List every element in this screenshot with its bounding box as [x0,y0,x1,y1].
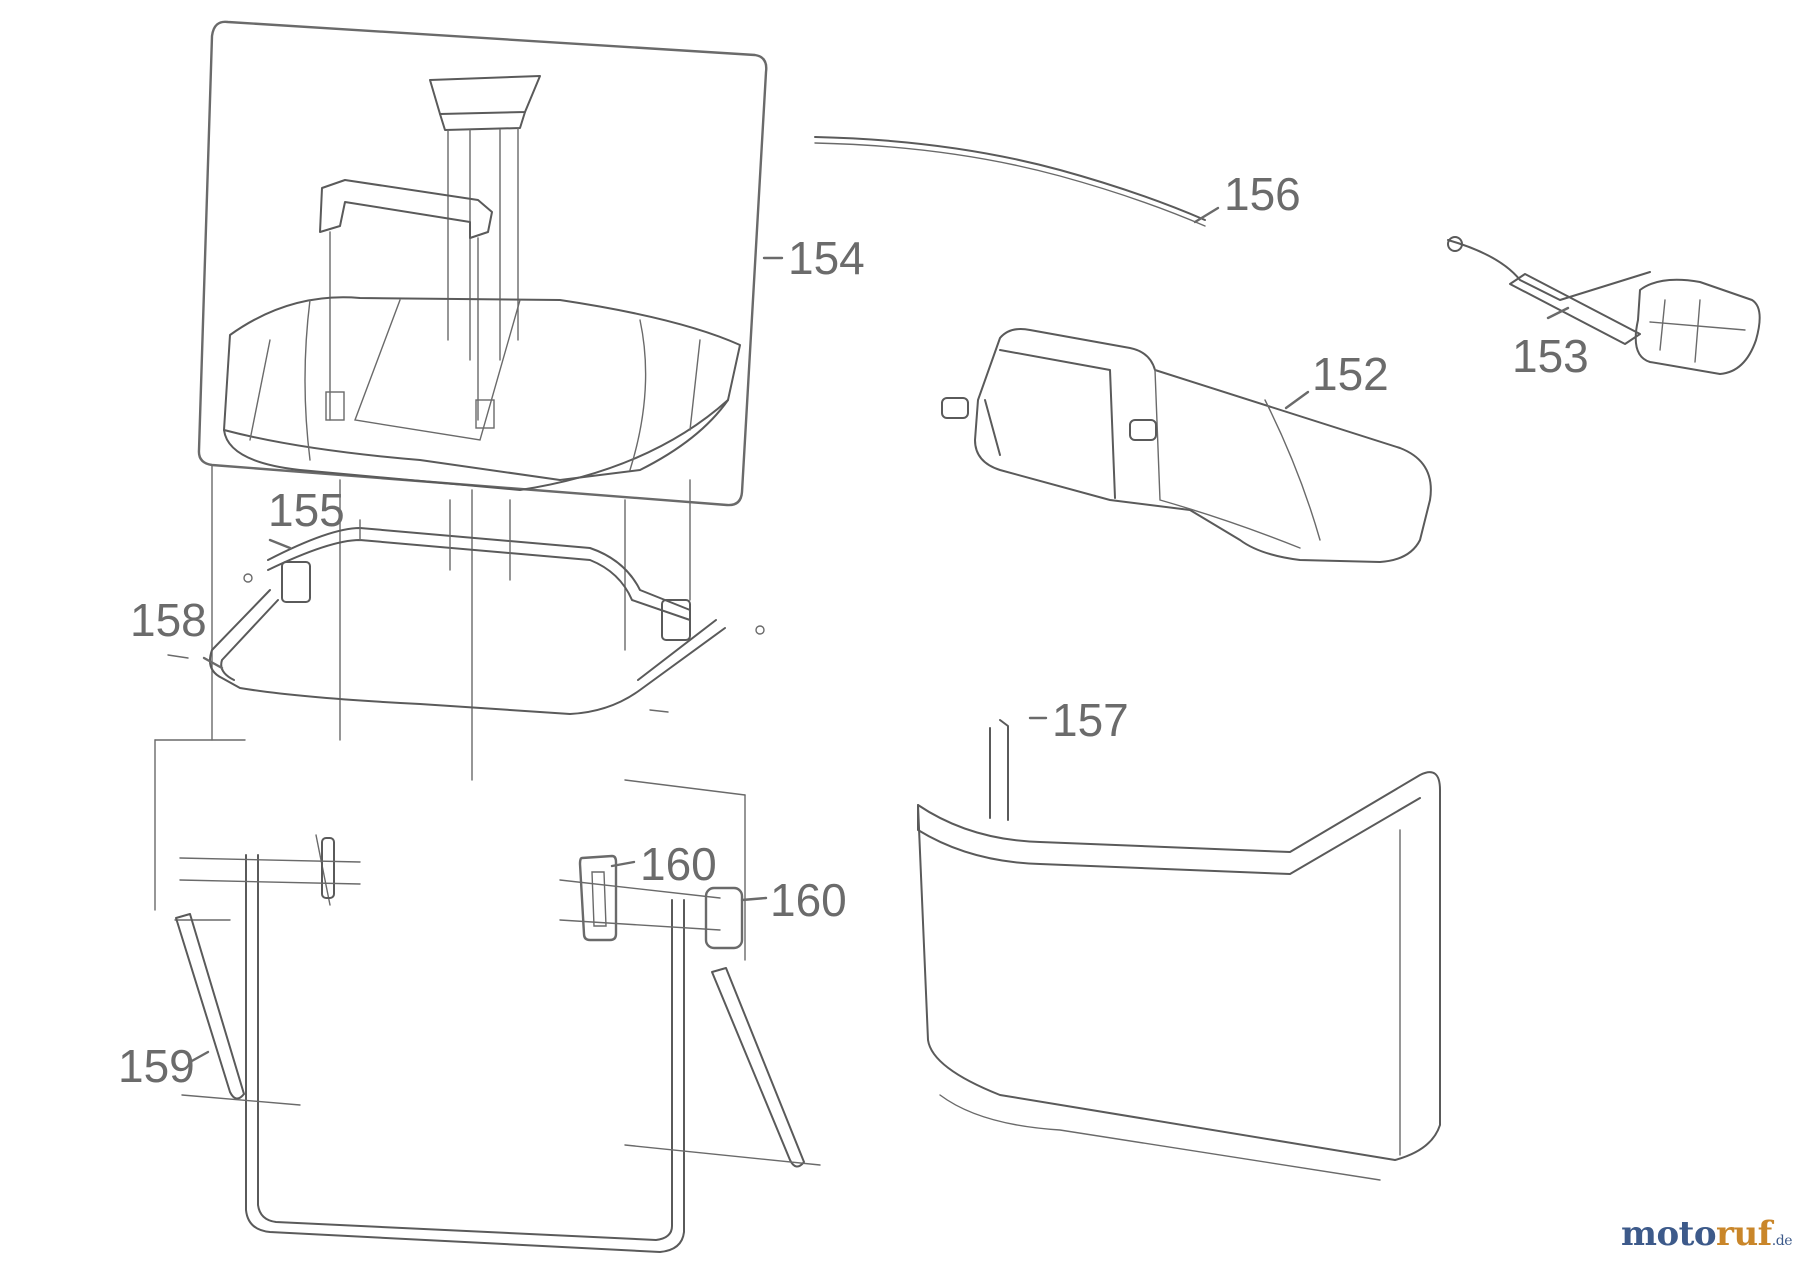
part-labels: 154 156 152 153 155 158 159 157 160 160 [118,168,1589,1092]
assembly-guide-lines [154,464,746,961]
leader-lines [188,206,1570,1064]
part-154-lid-assembly [197,20,768,507]
part-159-struts [175,913,821,1168]
brand-text-b: ruf [1716,1214,1772,1254]
label-155: 155 [268,484,345,536]
label-154: 154 [788,232,865,284]
label-152: 152 [1312,348,1389,400]
part-155-upper-frame [267,499,691,641]
label-153: 153 [1512,330,1589,382]
base-frame [174,834,685,1253]
part-160-brackets [559,854,744,950]
part-153-switch-assembly [1447,236,1761,375]
part-156-cord [814,136,1206,227]
label-157: 157 [1052,694,1129,746]
brand-text-a: moto [1620,1214,1717,1254]
part-152-chute [941,328,1432,563]
label-160-left: 160 [640,838,717,890]
label-158: 158 [130,594,207,646]
part-158-lower-frame [167,573,765,715]
lid-group-outline [197,20,768,507]
brand-watermark: motoruf.de [1620,1214,1793,1254]
label-156: 156 [1224,168,1301,220]
label-159: 159 [118,1040,195,1092]
label-160-right: 160 [770,874,847,926]
brand-tld: .de [1771,1233,1793,1249]
part-157-grass-bag [917,719,1441,1181]
